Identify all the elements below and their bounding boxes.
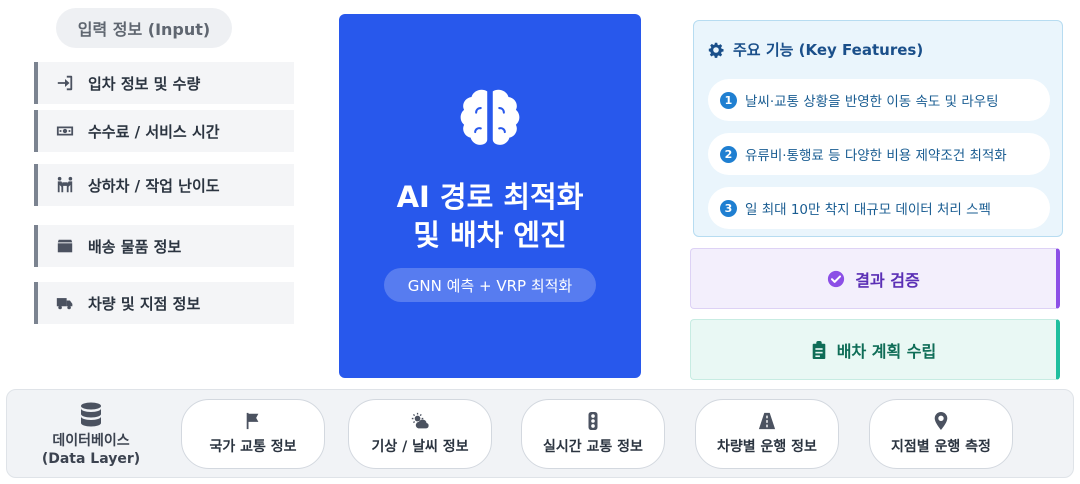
gear-icon [708, 42, 724, 58]
feature-item: 2 유류비·통행료 등 다양한 비용 제약조건 최적화 [708, 133, 1050, 175]
input-item-label: 입차 정보 및 수량 [88, 74, 201, 93]
features-title: 주요 기능 (Key Features) [733, 41, 924, 59]
engine-title-line1: AI 경로 최적화 [396, 180, 584, 214]
check-circle-icon [828, 270, 845, 287]
database-label-line2: (Data Layer) [41, 451, 141, 467]
source-label: 국가 교통 정보 [209, 439, 297, 455]
feature-label: 유류비·통행료 등 다양한 비용 제약조건 최적화 [745, 148, 1007, 164]
input-item-entry: 입차 정보 및 수량 [34, 62, 294, 104]
truck-icon [54, 294, 76, 312]
input-item-label: 배송 물품 정보 [88, 237, 182, 256]
road-icon [758, 412, 776, 430]
source-weather: 기상 / 날씨 정보 [348, 399, 492, 469]
feature-number: 1 [720, 91, 737, 109]
data-layer-panel: 데이터베이스 (Data Layer) 국가 교통 정보 기상 / 날씨 정보 … [6, 389, 1074, 478]
traffic-light-icon [588, 412, 598, 430]
source-label: 차량별 운행 정보 [717, 439, 817, 455]
brain-icon [460, 89, 520, 145]
key-features-panel: 주요 기능 (Key Features) 1 날씨·교통 상황을 반영한 이동 … [693, 20, 1063, 237]
source-label: 실시간 교통 정보 [543, 439, 643, 455]
ai-engine-card: AI 경로 최적화 및 배차 엔진 GNN 예측 + VRP 최적화 [339, 14, 641, 378]
source-label: 지점별 운행 측정 [891, 439, 991, 455]
feature-label: 일 최대 10만 착지 대규모 데이터 처리 스펙 [745, 202, 991, 218]
dispatch-plan-box: 배차 계획 수립 [690, 319, 1060, 380]
flag-icon [246, 412, 259, 430]
box-icon [54, 237, 76, 255]
input-item-label: 수수료 / 서비스 시간 [88, 122, 220, 141]
input-item-label: 차량 및 지점 정보 [88, 294, 201, 313]
money-icon [54, 122, 76, 140]
source-vehicle-operation: 차량별 운행 정보 [695, 399, 839, 469]
database-label-line1: 데이터베이스 [52, 433, 130, 449]
feature-item: 1 날씨·교통 상황을 반영한 이동 속도 및 라우팅 [708, 79, 1050, 121]
sign-in-icon [54, 74, 76, 92]
input-section-title: 입력 정보 (Input) [56, 8, 232, 48]
input-item-fee: 수수료 / 서비스 시간 [34, 110, 294, 152]
result-verification-box: 결과 검증 [690, 248, 1060, 309]
feature-item: 3 일 최대 10만 착지 대규모 데이터 처리 스펙 [708, 187, 1050, 229]
feature-number: 2 [720, 145, 737, 163]
feature-number: 3 [720, 199, 737, 217]
engine-subtitle: GNN 예측 + VRP 최적화 [383, 268, 597, 302]
database-icon [81, 402, 101, 427]
plan-label: 배차 계획 수립 [836, 341, 937, 361]
clipboard-icon [812, 340, 826, 359]
engine-title-line2: 및 배차 엔진 [413, 218, 567, 252]
database-label: 데이터베이스 (Data Layer) [31, 398, 151, 472]
cloud-sun-icon [411, 412, 429, 429]
input-item-loading: 상하차 / 작업 난이도 [34, 164, 294, 206]
map-pin-icon [934, 412, 948, 430]
source-label: 기상 / 날씨 정보 [371, 439, 469, 455]
verify-label: 결과 검증 [855, 270, 920, 290]
input-item-vehicle: 차량 및 지점 정보 [34, 282, 294, 324]
source-realtime-traffic: 실시간 교통 정보 [521, 399, 665, 469]
source-national-traffic: 국가 교통 정보 [181, 399, 325, 469]
source-branch-measurement: 지점별 운행 측정 [869, 399, 1013, 469]
feature-label: 날씨·교통 상황을 반영한 이동 속도 및 라우팅 [745, 94, 999, 110]
people-carry-icon [54, 176, 76, 194]
input-item-goods: 배송 물품 정보 [34, 225, 294, 267]
input-item-label: 상하차 / 작업 난이도 [88, 176, 220, 195]
